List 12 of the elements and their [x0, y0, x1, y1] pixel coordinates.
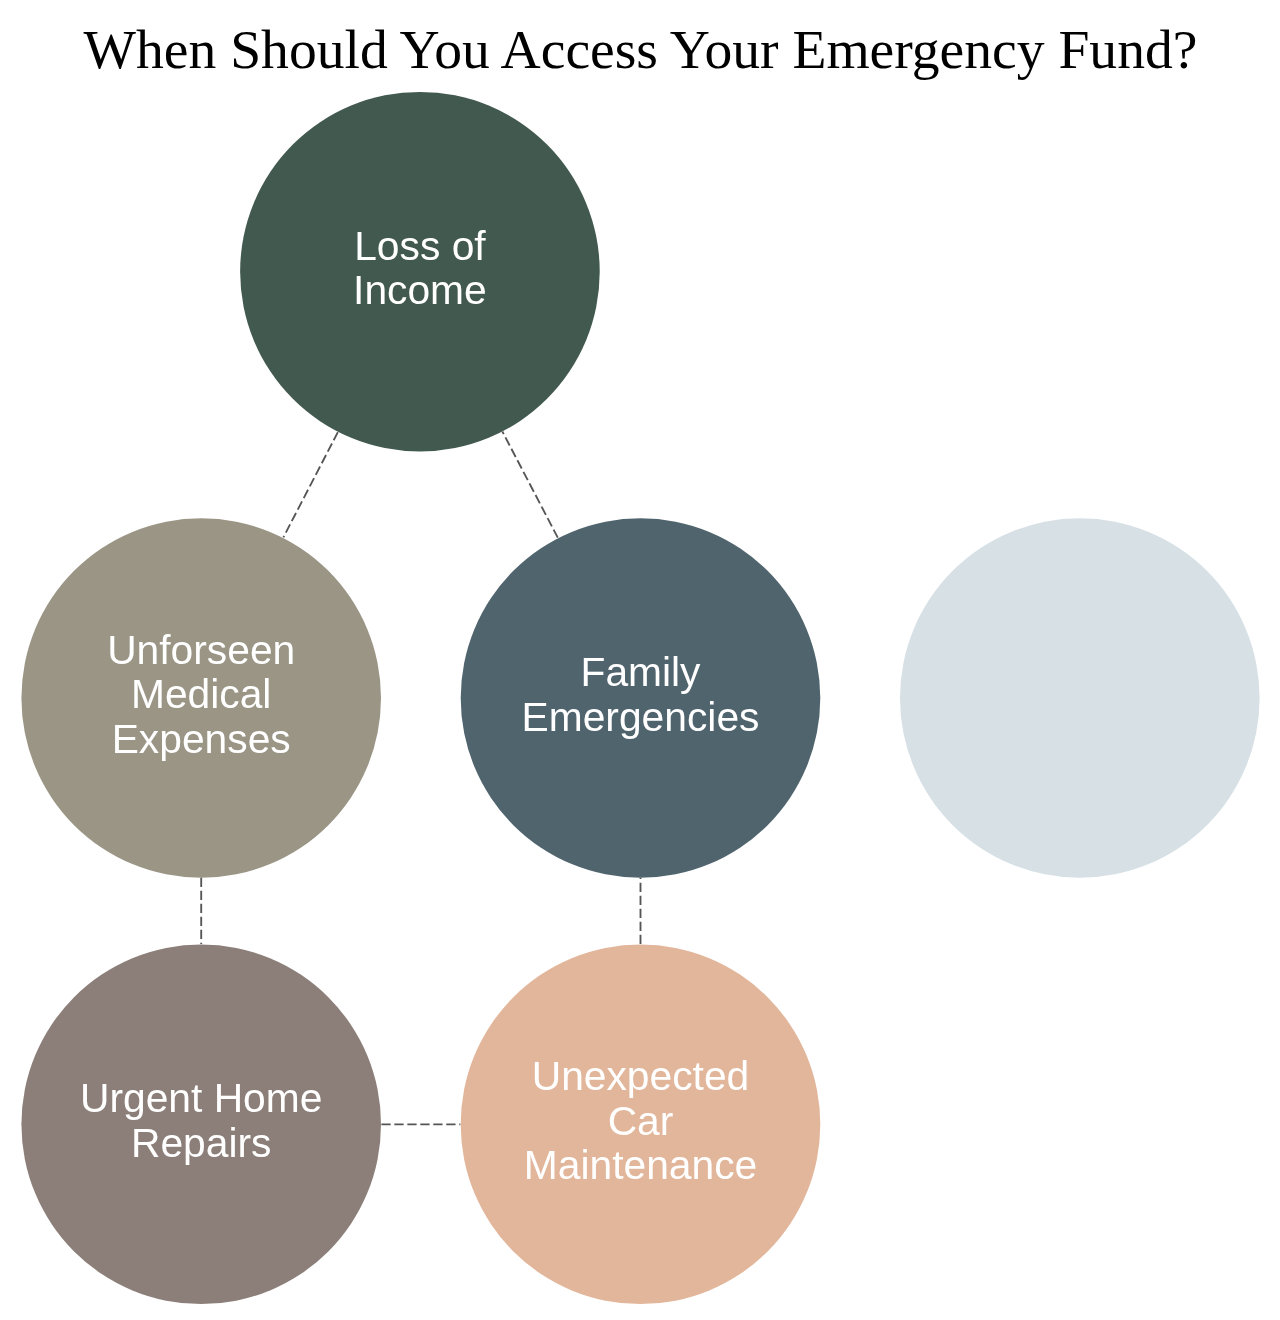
node-circle: Family Emergencies [460, 518, 820, 878]
connector [379, 1123, 461, 1126]
node-circle: Loss of Income [239, 91, 600, 452]
diagram-title: When Should You Access Your Emergency Fund? [83, 17, 1197, 80]
node-circle: Urgent Home Repairs [20, 944, 381, 1305]
connector [500, 430, 559, 539]
connector [639, 876, 641, 945]
connector [281, 431, 339, 539]
node-circle: Unforseen Medical Expenses [20, 518, 381, 878]
node-circle: Unexpected Car Maintenance [460, 944, 820, 1305]
connector [199, 876, 202, 945]
node-circle [899, 518, 1260, 878]
